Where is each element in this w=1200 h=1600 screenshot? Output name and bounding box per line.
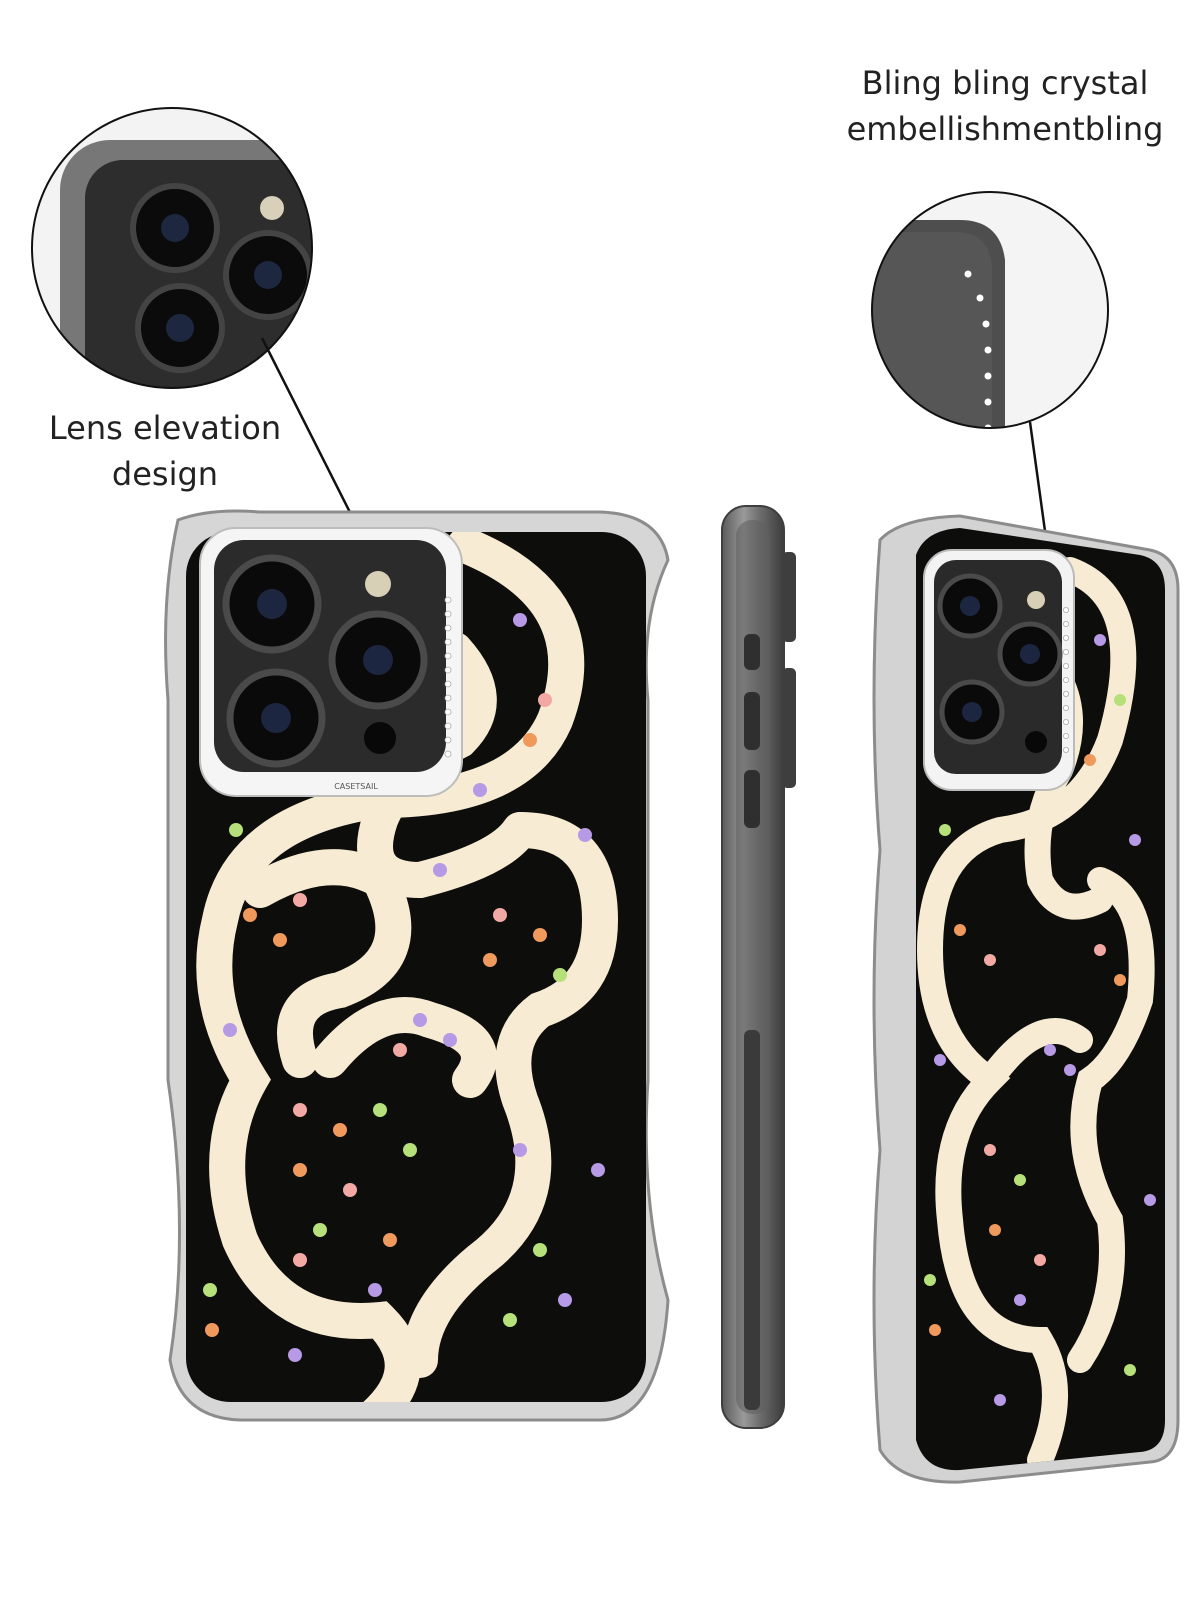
side-view-phone-case [721,505,796,1429]
flower-decorations [203,613,605,1362]
brand-text: CASETSAIL [334,782,378,791]
crystal-edge-closeup-icon [871,191,1109,429]
lens-label-line2: design [111,455,219,493]
bling-label-line2: embellishmentbling [846,110,1164,148]
bling-label-line1: Bling bling crystal [861,64,1149,102]
bling-crystal-label: Bling bling crystal embellishmentbling [840,60,1170,152]
lens-elevation-label: Lens elevation design [40,405,290,497]
side-button-volume-down [744,770,760,828]
lens-closeup-icon [31,107,313,389]
angled-phone-case [872,514,1180,1484]
front-phone-case: CASETSAIL [164,509,670,1422]
side-button-volume-up [744,692,760,750]
lens-label-line1: Lens elevation [48,409,282,447]
side-button-action [744,634,760,670]
